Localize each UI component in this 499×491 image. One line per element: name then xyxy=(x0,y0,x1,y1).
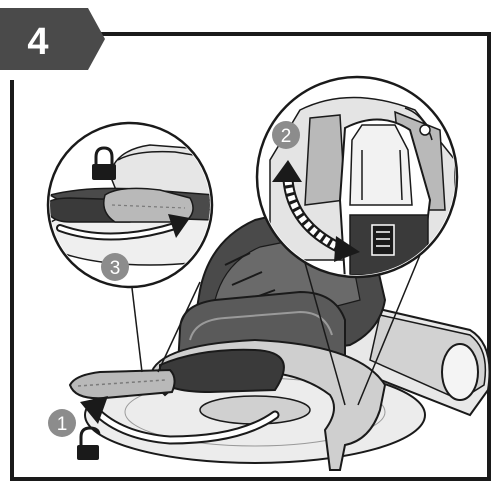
step-number: 4 xyxy=(27,21,48,63)
step-badge: 4 xyxy=(0,8,105,70)
release-lever xyxy=(70,370,175,398)
callout-1: 1 xyxy=(48,409,76,437)
callout-3: 3 xyxy=(101,253,129,281)
svg-text:3: 3 xyxy=(110,258,121,279)
svg-text:2: 2 xyxy=(281,126,292,147)
svg-text:1: 1 xyxy=(57,414,68,435)
callout-2: 2 xyxy=(272,121,300,149)
